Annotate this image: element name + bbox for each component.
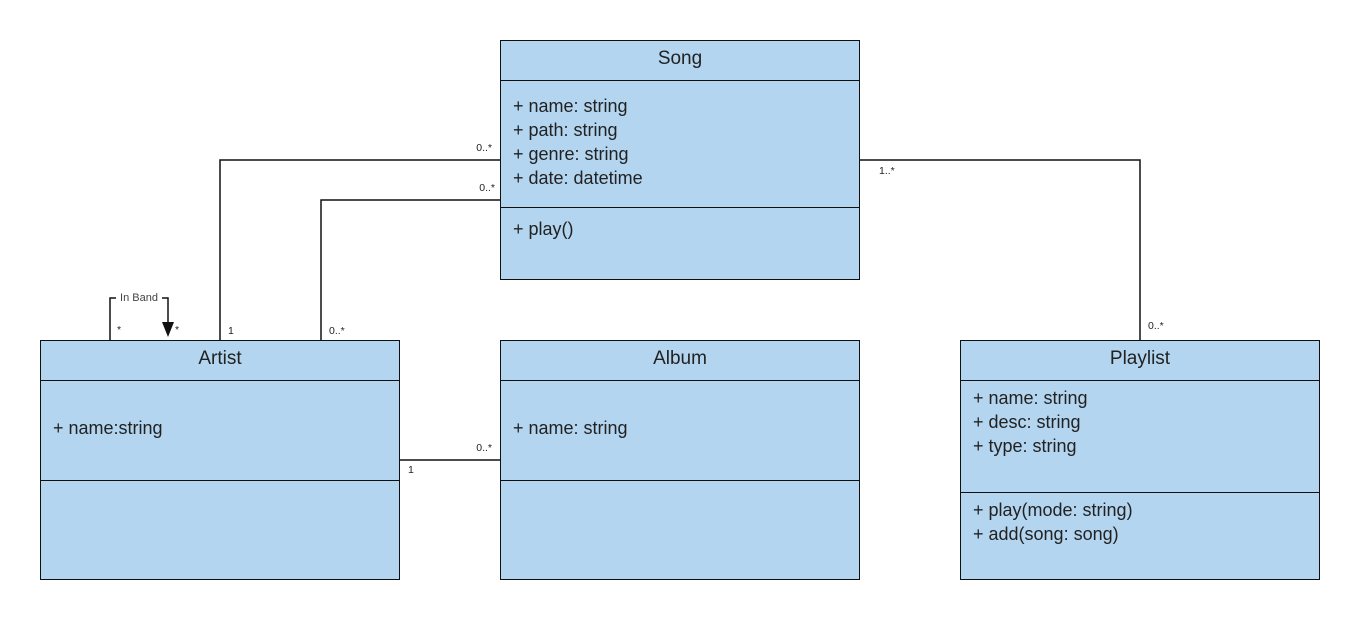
class-song-attribute: + name: string [513, 96, 628, 116]
mult-song-playlist-playlist: 0..* [1148, 320, 1164, 332]
class-artist[interactable]: Artist + name:string [40, 340, 400, 580]
class-artist-name: Artist [41, 341, 399, 381]
mult-artist-album-album: 0..* [476, 442, 492, 454]
class-playlist-operation: + play(mode: string) [973, 500, 1133, 520]
class-song-name: Song [501, 41, 859, 81]
self-assoc-label-bg [116, 291, 162, 304]
mult-artist-self-from: * [117, 324, 121, 336]
class-playlist-attribute: + desc: string [973, 412, 1081, 432]
assoc-artist-song-1[interactable] [219, 159, 500, 340]
mult-artist-song1-song: 0..* [476, 142, 492, 154]
mult-artist-song2-artist: 0..* [329, 325, 345, 337]
mult-song-playlist-song: 1..* [879, 165, 895, 177]
class-playlist-attribute: + type: string [973, 436, 1077, 456]
class-song-operation: + play() [513, 219, 574, 239]
class-playlist-attributes: + name: string + desc: string + type: st… [961, 381, 1319, 493]
class-playlist-attribute: + name: string [973, 388, 1088, 408]
class-artist-attributes: + name:string [41, 381, 399, 481]
class-song-attribute: + date: datetime [513, 168, 643, 188]
class-playlist[interactable]: Playlist + name: string + desc: string +… [960, 340, 1320, 580]
self-assoc-arrowhead [162, 322, 174, 337]
mult-artist-song1-artist: 1 [228, 325, 234, 337]
class-song-attribute: + genre: string [513, 144, 629, 164]
class-album-name: Album [501, 341, 859, 381]
class-playlist-operations: + play(mode: string) + add(song: song) [961, 493, 1319, 546]
class-album[interactable]: Album + name: string [500, 340, 860, 580]
class-playlist-name: Playlist [961, 341, 1319, 381]
mult-artist-song2-song: 0..* [479, 182, 495, 194]
class-playlist-operation: + add(song: song) [973, 524, 1119, 544]
class-artist-attribute: + name:string [53, 418, 163, 438]
mult-artist-self-to: * [175, 324, 179, 336]
class-song-operations: + play() [501, 208, 859, 241]
class-song-attribute: + path: string [513, 120, 618, 140]
self-assoc-label: In Band [120, 292, 158, 304]
class-song[interactable]: Song + name: string + path: string + gen… [500, 40, 860, 280]
assoc-song-playlist[interactable] [860, 159, 1141, 340]
class-album-attribute: + name: string [513, 418, 628, 438]
assoc-artist-song-2[interactable] [320, 199, 500, 340]
mult-artist-album-artist: 1 [408, 464, 414, 476]
class-album-attributes: + name: string [501, 381, 859, 481]
class-song-attributes: + name: string + path: string + genre: s… [501, 81, 859, 208]
